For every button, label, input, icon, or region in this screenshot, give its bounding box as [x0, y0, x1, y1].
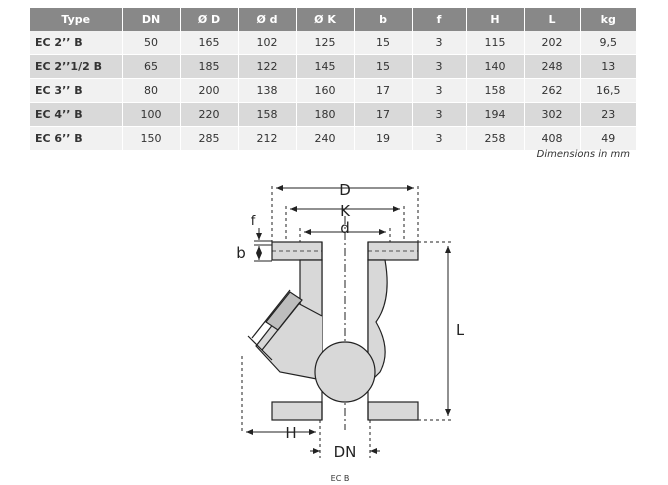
value-cell: 3: [412, 126, 467, 151]
column-header: b: [354, 8, 413, 31]
dimension-lines: [241, 185, 452, 458]
value-cell: 15: [354, 31, 413, 55]
value-cell: 202: [524, 31, 581, 55]
value-cell: 3: [412, 78, 467, 103]
type-cell: EC 2’’ B: [30, 31, 123, 55]
units-note: Dimensions in mm: [536, 149, 630, 160]
column-header: Ø K: [296, 8, 355, 31]
value-cell: 23: [580, 102, 636, 127]
value-cell: 240: [296, 126, 355, 151]
value-cell: 19: [354, 126, 413, 151]
dimension-labels: D K d f b L H DN: [236, 181, 464, 461]
value-cell: 408: [524, 126, 581, 151]
value-cell: 138: [238, 78, 297, 103]
label-D: D: [339, 181, 351, 199]
label-b: b: [236, 244, 246, 262]
value-cell: 194: [466, 102, 525, 127]
value-cell: 262: [524, 78, 581, 103]
value-cell: 248: [524, 54, 581, 79]
value-cell: 212: [238, 126, 297, 151]
value-cell: 220: [180, 102, 239, 127]
value-cell: 285: [180, 126, 239, 151]
value-cell: 125: [296, 31, 355, 55]
column-header: f: [412, 8, 467, 31]
value-cell: 17: [354, 78, 413, 103]
value-cell: 49: [580, 126, 636, 151]
value-cell: 258: [466, 126, 525, 151]
label-L: L: [456, 321, 464, 339]
value-cell: 115: [466, 31, 525, 55]
value-cell: 160: [296, 78, 355, 103]
value-cell: 9,5: [580, 31, 636, 55]
label-DN: DN: [334, 443, 357, 461]
column-header: L: [524, 8, 581, 31]
type-cell: EC 4’’ B: [30, 102, 123, 127]
value-cell: 17: [354, 102, 413, 127]
value-cell: 180: [296, 102, 355, 127]
value-cell: 65: [122, 54, 181, 79]
label-d: d: [340, 219, 350, 237]
value-cell: 3: [412, 102, 467, 127]
value-cell: 3: [412, 54, 467, 79]
type-cell: EC 2’’1/2 B: [30, 54, 123, 79]
value-cell: 13: [580, 54, 636, 79]
value-cell: 102: [238, 31, 297, 55]
valve-body: [247, 241, 419, 421]
type-cell: EC 6’’ B: [30, 126, 123, 151]
value-cell: 185: [180, 54, 239, 79]
value-cell: 150: [122, 126, 181, 151]
label-f: f: [251, 214, 256, 229]
value-cell: 140: [466, 54, 525, 79]
value-cell: 16,5: [580, 78, 636, 103]
label-H: H: [285, 424, 296, 442]
column-header: Ø D: [180, 8, 239, 31]
value-cell: 3: [412, 31, 467, 55]
type-cell: EC 3’’ B: [30, 78, 123, 103]
value-cell: 100: [122, 102, 181, 127]
value-cell: 200: [180, 78, 239, 103]
figure-caption: EC B: [330, 474, 350, 483]
valve-technical-drawing: D K d f b L H DN: [236, 181, 464, 461]
column-header: Ø d: [238, 8, 297, 31]
value-cell: 302: [524, 102, 581, 127]
column-header: H: [466, 8, 525, 31]
value-cell: 122: [238, 54, 297, 79]
label-K: K: [340, 202, 351, 220]
value-cell: 158: [238, 102, 297, 127]
value-cell: 165: [180, 31, 239, 55]
value-cell: 15: [354, 54, 413, 79]
value-cell: 158: [466, 78, 525, 103]
value-cell: 145: [296, 54, 355, 79]
value-cell: 50: [122, 31, 181, 55]
column-header: DN: [122, 8, 181, 31]
column-header: kg: [580, 8, 636, 31]
value-cell: 80: [122, 78, 181, 103]
column-header: Type: [30, 8, 123, 31]
